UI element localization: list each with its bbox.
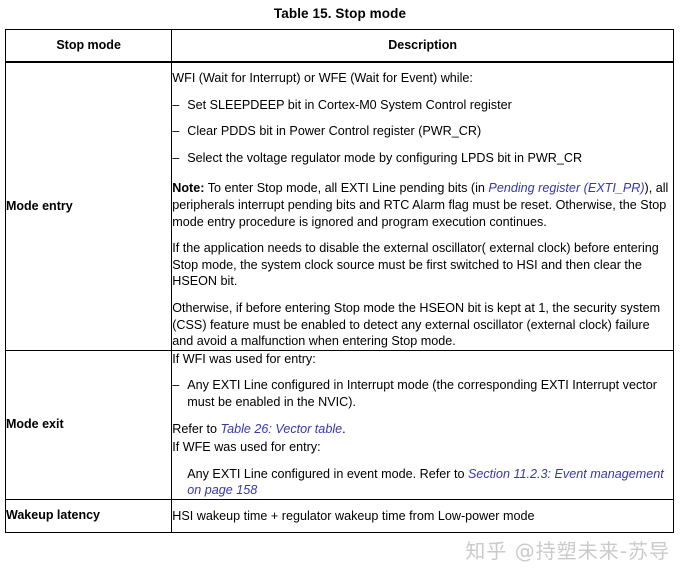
stop-mode-table: Stop mode Description Mode entry WFI (Wa… bbox=[4, 29, 674, 533]
note-text-after: ), all peripherals interrupt pending bit… bbox=[172, 181, 669, 229]
link-pending-register[interactable]: Pending register (EXTI_PR) bbox=[488, 181, 645, 196]
mode-entry-bullet-2-text: Clear PDDS bit in Power Control register… bbox=[187, 124, 482, 139]
link-vector-table[interactable]: Table 26: Vector table bbox=[220, 421, 343, 436]
column-header-description: Description bbox=[171, 29, 674, 63]
zhihu-watermark: 知乎 @持塑未来-苏导 bbox=[465, 539, 670, 563]
table-row-mode-entry: Mode entry WFI (Wait for Interrupt) or W… bbox=[4, 61, 674, 351]
column-header-stop-mode: Stop mode bbox=[4, 29, 173, 63]
mode-exit-refer-vector-table: Refer to Table 26: Vector table. bbox=[172, 421, 673, 438]
mode-exit-wfe-lead: If WFE was used for entry: bbox=[172, 440, 321, 455]
mode-entry-lead: WFI (Wait for Interrupt) or WFE (Wait fo… bbox=[172, 71, 473, 85]
dash-marker: – bbox=[172, 124, 180, 139]
mode-entry-note: Note: To enter Stop mode, all EXTI Line … bbox=[172, 180, 673, 230]
mode-exit-wfi-bullet-text: Any EXTI Line configured in Interrupt mo… bbox=[187, 378, 657, 409]
dash-marker: – bbox=[172, 150, 180, 165]
mode-entry-bullet-3: –Select the voltage regulator mode by co… bbox=[172, 150, 673, 167]
table-caption: Table 15. Stop mode bbox=[273, 6, 407, 21]
row-label-mode-entry: Mode entry bbox=[4, 61, 173, 351]
note-label: Note: bbox=[172, 181, 205, 196]
refer-prefix: Refer to bbox=[172, 421, 221, 436]
link-event-management[interactable]: Section 11.2.3: Event management on page… bbox=[187, 466, 664, 498]
mode-exit-wfi-bullet: –Any EXTI Line configured in Interrupt m… bbox=[172, 377, 673, 410]
dash-marker: – bbox=[172, 378, 180, 393]
mode-entry-bullet-1-text: Set SLEEPDEEP bit in Cortex-M0 System Co… bbox=[187, 97, 512, 112]
row-description-mode-entry: WFI (Wait for Interrupt) or WFE (Wait fo… bbox=[171, 61, 674, 351]
row-description-mode-exit: If WFI was used for entry: –Any EXTI Lin… bbox=[171, 349, 674, 500]
table-row-mode-exit: Mode exit If WFI was used for entry: –An… bbox=[4, 349, 674, 500]
mode-entry-paragraph-3: Otherwise, if before entering Stop mode … bbox=[172, 300, 661, 349]
dash-marker: – bbox=[172, 97, 180, 112]
mode-exit-wfe-bullet: Any EXTI Line configured in event mode. … bbox=[172, 466, 673, 499]
mode-entry-bullet-3-text: Select the voltage regulator mode by con… bbox=[187, 150, 583, 165]
mode-exit-wfi-lead: If WFI was used for entry: bbox=[172, 351, 316, 366]
row-description-wakeup-latency: HSI wakeup time + regulator wakeup time … bbox=[171, 498, 674, 533]
note-text-before: To enter Stop mode, all EXTI Line pendin… bbox=[204, 181, 489, 196]
row-label-wakeup-latency: Wakeup latency bbox=[4, 498, 173, 533]
mode-entry-bullet-1: –Set SLEEPDEEP bit in Cortex-M0 System C… bbox=[172, 97, 673, 114]
refer-suffix: . bbox=[342, 421, 346, 436]
mode-entry-paragraph-2: If the application needs to disable the … bbox=[172, 241, 659, 289]
table-header-row: Stop mode Description bbox=[4, 29, 674, 63]
mode-entry-bullet-2: –Clear PDDS bit in Power Control registe… bbox=[172, 123, 673, 140]
wfe-text-before: Any EXTI Line configured in event mode. … bbox=[187, 466, 468, 481]
row-label-mode-exit: Mode exit bbox=[4, 349, 173, 500]
table-row-wakeup-latency: Wakeup latency HSI wakeup time + regulat… bbox=[4, 498, 674, 533]
